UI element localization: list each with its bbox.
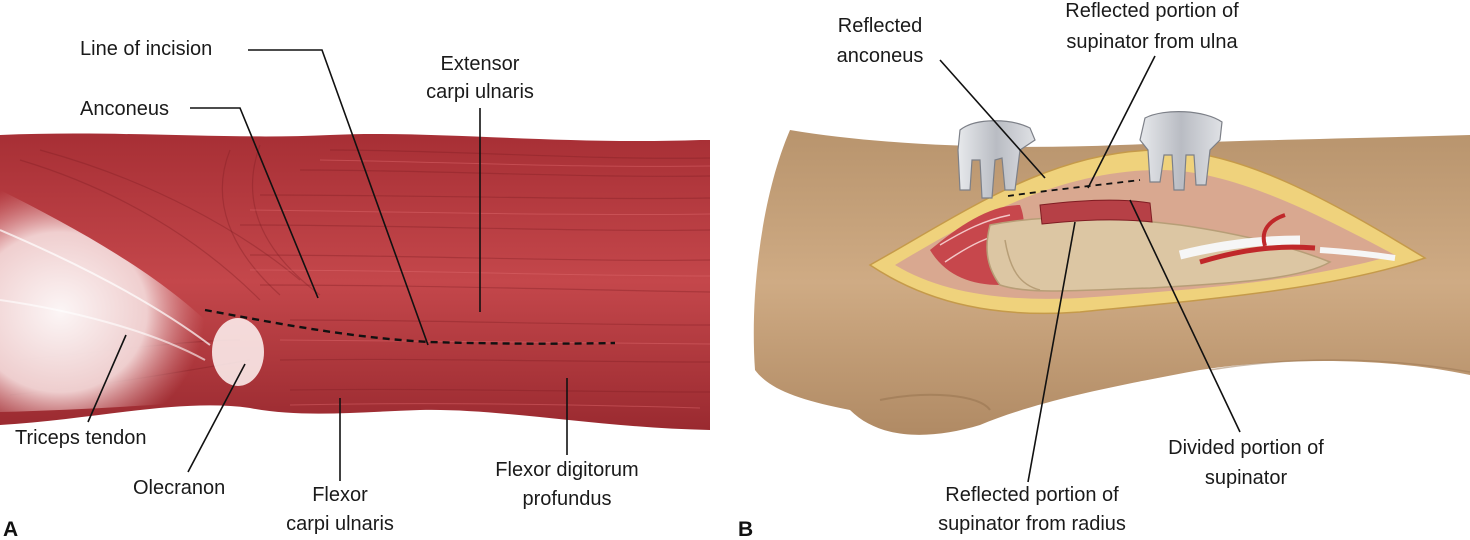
label-anconeus: Anconeus xyxy=(80,98,169,120)
leader-line-of-incision xyxy=(248,49,429,346)
label-reflected-supinator-ulna-1: Reflected portion of xyxy=(1065,0,1239,22)
retractor-left xyxy=(957,120,1036,199)
leader-divided-supinator xyxy=(1129,199,1241,433)
label-reflected-supinator-radius-2: supinator from radius xyxy=(938,513,1126,535)
label-extensor-carpi-ulnaris-2: carpi ulnaris xyxy=(426,81,534,103)
panel-letter-b: B xyxy=(738,518,753,540)
supinator-dashed-line xyxy=(1007,179,1141,197)
leader-reflected-supinator-ulna xyxy=(1087,55,1156,189)
label-divided-supinator-2: supinator xyxy=(1205,467,1288,489)
forearm-muscle-illustration xyxy=(0,133,711,430)
surgical-exposure-illustration xyxy=(753,111,1470,435)
label-extensor-carpi-ulnaris-1: Extensor xyxy=(441,53,520,75)
label-flexor-carpi-ulnaris-1: Flexor xyxy=(312,484,368,506)
panel-letter-a: A xyxy=(3,518,18,540)
label-reflected-supinator-radius-1: Reflected portion of xyxy=(945,484,1119,506)
label-flexor-carpi-ulnaris-2: carpi ulnaris xyxy=(286,513,394,535)
label-flexor-digitorum-profundus-2: profundus xyxy=(523,488,612,510)
leader-triceps-tendon xyxy=(87,334,127,423)
retractor-right xyxy=(1139,111,1223,191)
label-triceps-tendon: Triceps tendon xyxy=(15,427,147,449)
label-flexor-digitorum-profundus-1: Flexor digitorum xyxy=(495,459,638,481)
leader-anconeus xyxy=(190,107,319,299)
label-reflected-anconeus-2: anconeus xyxy=(837,45,924,67)
label-reflected-supinator-ulna-2: supinator from ulna xyxy=(1066,31,1238,53)
panel-b: Reflected anconeus Reflected portion of … xyxy=(738,0,1470,540)
leader-olecranon xyxy=(187,363,246,473)
panel-a: Line of incision Anconeus Extensor carpi… xyxy=(0,38,711,540)
label-olecranon: Olecranon xyxy=(133,477,225,499)
leader-reflected-anconeus xyxy=(939,59,1046,179)
label-reflected-anconeus-1: Reflected xyxy=(838,15,923,37)
line-of-incision-dashed xyxy=(204,308,616,345)
label-divided-supinator-1: Divided portion of xyxy=(1168,437,1324,459)
leader-reflected-supinator-radius xyxy=(1027,221,1076,483)
label-line-of-incision: Line of incision xyxy=(80,38,212,60)
